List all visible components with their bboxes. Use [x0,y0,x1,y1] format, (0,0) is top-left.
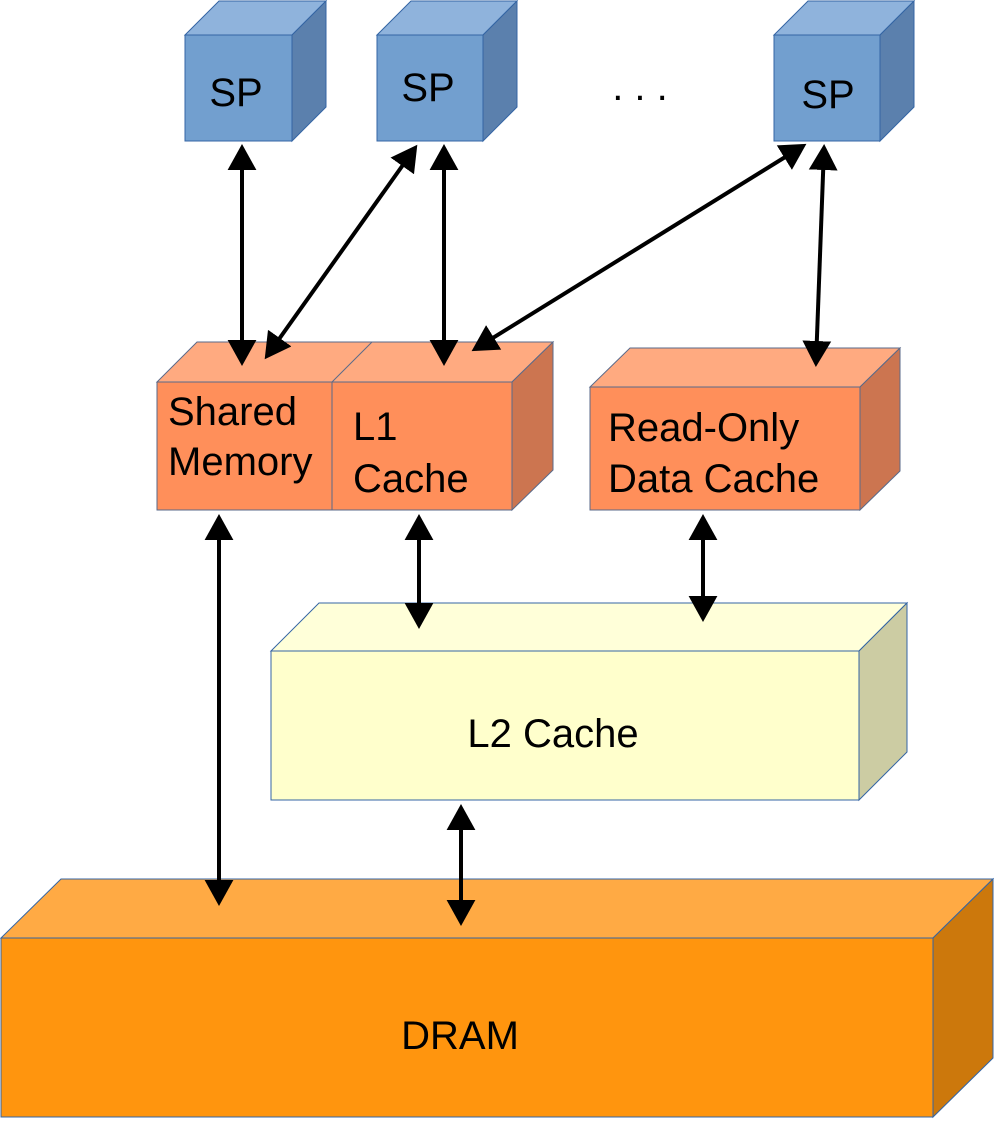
sp-label-2: SP [401,66,454,110]
dram-block: DRAM [0,877,994,1119]
sp-cube-3: SP [772,0,916,143]
readonly-cache-label-line2: Data Cache [608,457,819,501]
shared-memory-label-line2: Memory [168,440,312,484]
sp-ellipsis: . . . [612,65,668,109]
sp-cube-1: SP [183,0,328,143]
l1-cache-label-line2: Cache [353,457,469,501]
arrow-sp3-readonly-cache [802,144,838,367]
l2-cache-block: L2 Cache [269,601,909,802]
arrow-sp2-shared-memory [264,144,418,360]
readonly-cache-label-line1: Read-Only [608,406,799,450]
sp-label-1: SP [209,71,262,115]
arrow-sp3-l1-cache [471,143,807,352]
sp-label-3: SP [801,73,854,117]
l2-cache-label: L2 Cache [467,712,638,756]
readonly-data-cache-block [588,346,902,512]
sp-cube-2: SP [375,0,519,143]
dram-label: DRAM [401,1014,519,1058]
connections [204,143,838,926]
l1-cache-label-line1: L1 [353,405,398,449]
shared-memory-label-line1: Shared [168,390,297,434]
